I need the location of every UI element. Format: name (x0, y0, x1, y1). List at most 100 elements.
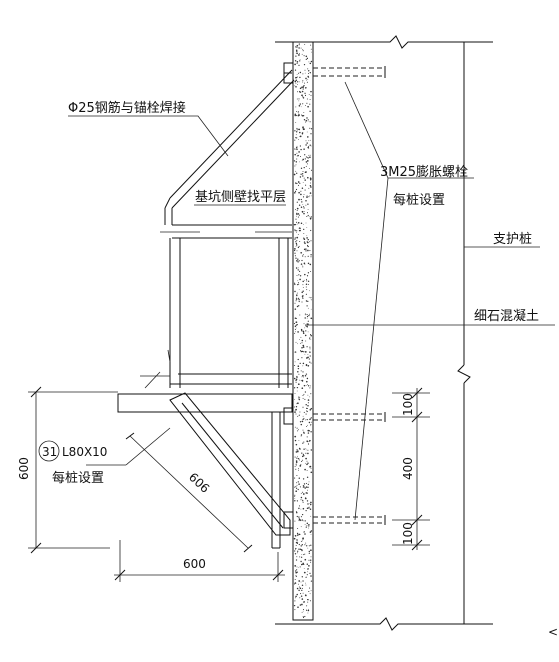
hatch-dot (294, 361, 296, 363)
hatch-dot (310, 556, 312, 558)
hatch-dot (296, 593, 298, 596)
hatch-dot (296, 390, 298, 392)
hatch-dot (302, 344, 305, 347)
hatch-dot (305, 278, 308, 280)
hatch-dot (301, 513, 304, 516)
hatch-dot (306, 463, 308, 466)
hatch-dot (302, 196, 305, 198)
hatch-dot (294, 406, 296, 408)
hatch-dot (299, 448, 301, 450)
hatch-dot (309, 110, 311, 113)
hatch-dot (294, 209, 296, 210)
hatch-dot (295, 106, 297, 108)
hatch-dot (301, 132, 304, 134)
hatch-dot (295, 86, 297, 88)
hatch-dot (307, 255, 309, 257)
hatch-dot (304, 391, 307, 393)
hatch-dot (301, 210, 304, 213)
hatch-dot (299, 59, 301, 61)
hatch-dot (305, 576, 307, 578)
hatch-dot (295, 408, 297, 411)
hatch-dot (301, 554, 303, 555)
hatch-dot (294, 308, 297, 310)
hatch-dot (298, 204, 301, 206)
hatch-dot (306, 605, 308, 607)
hatch-dot (296, 74, 298, 75)
hatch-dot (296, 587, 299, 590)
hatch-dot (294, 534, 297, 537)
hatch-dot (294, 477, 296, 479)
hatch-dot (310, 530, 313, 532)
hatch-dot (295, 490, 298, 493)
hatch-dot (297, 81, 299, 83)
hatch-dot (307, 176, 309, 179)
hatch-dot (306, 418, 308, 421)
hatch-dot (298, 470, 299, 471)
hatch-dot (308, 154, 309, 156)
hatch-dot (303, 55, 305, 57)
hatch-dot (308, 441, 310, 442)
hatch-dot (296, 215, 297, 217)
hatch-dot (307, 402, 309, 404)
hatch-dot (294, 192, 296, 194)
hatch-dot (309, 313, 310, 315)
hatch-dot (302, 204, 304, 205)
hatch-dot (294, 255, 296, 257)
hatch-dot (304, 92, 306, 94)
hatch-dot (304, 264, 306, 265)
hatch-dot (295, 46, 297, 48)
hatch-dot (303, 394, 304, 396)
hatch-dot (304, 314, 306, 316)
hatch-dot (299, 548, 302, 551)
hatch-dot (308, 599, 310, 601)
hatch-dot (304, 82, 305, 84)
hatch-dot (296, 455, 298, 457)
hatch-dot (297, 258, 299, 260)
hatch-dot (305, 161, 308, 163)
hatch-dot (302, 330, 305, 333)
hatch-dot (310, 334, 312, 337)
hatch-dot (299, 103, 301, 105)
hatch-dot (304, 334, 307, 337)
hatch-dot (298, 105, 301, 107)
hatch-dot (302, 48, 304, 50)
hatch-dot (300, 206, 303, 209)
hatch-dot (298, 305, 300, 307)
hatch-dot (307, 399, 310, 401)
hatch-dot (295, 595, 297, 598)
hatch-dot (298, 43, 300, 45)
hatch-dot (306, 426, 308, 427)
hatch-dot (300, 516, 302, 518)
hatch-dot (297, 367, 300, 370)
hatch-dot (294, 60, 297, 62)
hatch-dot (303, 211, 305, 212)
hatch-dot (300, 336, 302, 338)
hatch-dot (301, 259, 303, 262)
hatch-dot (304, 468, 306, 471)
hatch-dot (302, 407, 304, 409)
hatch-dot (302, 459, 304, 461)
dimension-lines (28, 386, 430, 582)
hatch-dot (295, 170, 297, 172)
hatch-dot (306, 142, 308, 144)
hatch-dot (307, 385, 310, 387)
hatch-dot (302, 616, 305, 619)
hatch-dot (299, 155, 302, 158)
hatch-dot (301, 86, 303, 89)
hatch-dot (306, 289, 308, 291)
dim-right-bottom: 100 (401, 522, 415, 545)
hatch-dot (298, 274, 300, 276)
hatch-dot (298, 586, 300, 588)
hatch-dot (307, 598, 309, 601)
hatch-dot (294, 553, 297, 555)
hatch-dot (303, 166, 305, 169)
hatch-dot (302, 493, 305, 495)
hatch-dot (302, 254, 304, 256)
hatch-dot (304, 158, 306, 160)
hatch-dot (300, 106, 302, 108)
hatch-dot (296, 532, 299, 535)
hatch-dot (307, 105, 309, 108)
hatch-dot (294, 63, 296, 66)
hatch-dot (300, 263, 303, 265)
hatch-dot (295, 460, 298, 462)
